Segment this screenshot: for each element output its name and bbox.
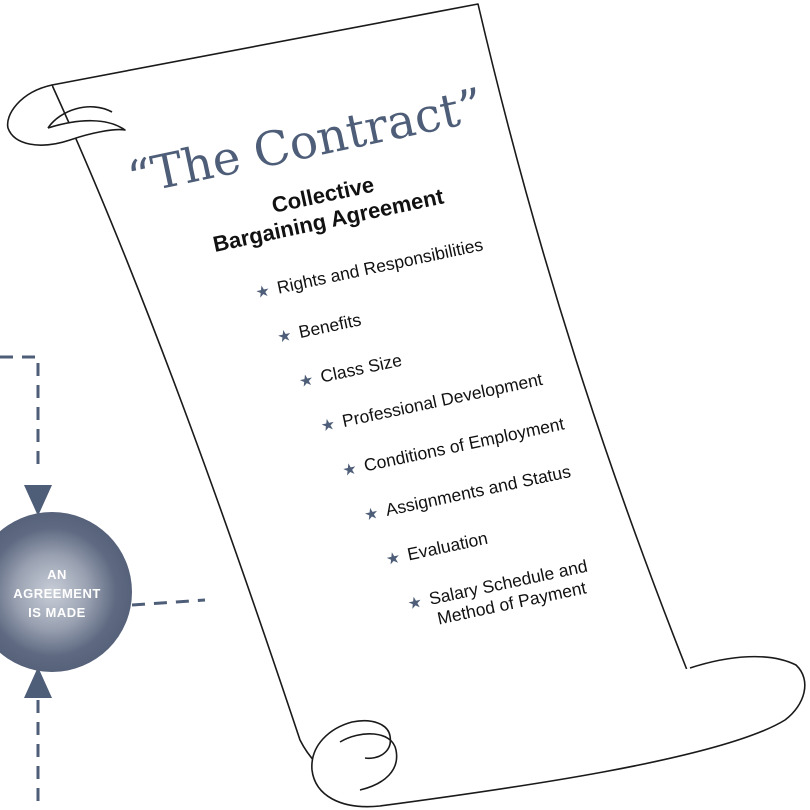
scroll-bottom-curl-inner [339, 733, 398, 791]
scroll [6, 3, 806, 808]
star-icon: ★ [406, 592, 424, 614]
agreement-circle: AN AGREEMENT IS MADE [0, 512, 132, 672]
scroll-top-curl [6, 84, 126, 146]
connector-middle [131, 598, 206, 607]
scroll-bottom-curl [311, 655, 806, 808]
star-icon: ★ [384, 547, 402, 569]
star-icon: ★ [254, 281, 272, 303]
arrow-down-icon [24, 485, 52, 516]
agreement-circle-shape [0, 512, 132, 672]
agreement-line-2: AGREEMENT [13, 586, 101, 601]
scroll-top-curl-inner [47, 106, 113, 129]
connector-top [0, 355, 40, 470]
dashed-connectors [0, 355, 206, 810]
star-icon: ★ [362, 503, 380, 525]
star-icon: ★ [276, 325, 294, 347]
star-icon: ★ [297, 370, 315, 392]
agreement-line-1: AN [47, 567, 67, 582]
agreement-line-3: IS MADE [28, 605, 86, 620]
star-icon: ★ [341, 458, 359, 480]
star-icon: ★ [319, 414, 337, 436]
arrow-up-icon [24, 667, 52, 698]
